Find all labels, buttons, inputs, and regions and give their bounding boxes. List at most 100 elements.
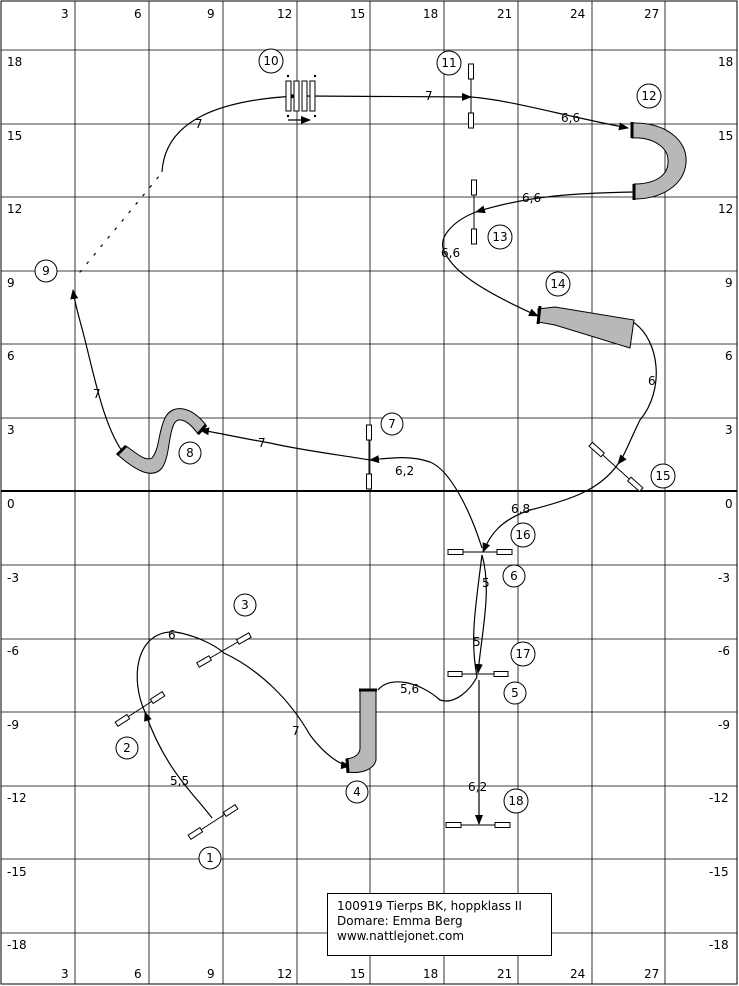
distance-label: 5 bbox=[482, 576, 490, 590]
y-tick-right: -18 bbox=[709, 938, 729, 952]
x-tick-bottom: 15 bbox=[350, 967, 365, 981]
svg-text:15: 15 bbox=[655, 469, 670, 483]
path-9-10 bbox=[161, 92, 297, 173]
y-tick-left: 0 bbox=[7, 497, 15, 511]
course-info-box: 100919 Tierps BK, hoppklass II Domare: E… bbox=[327, 893, 552, 956]
x-tick-top: 15 bbox=[350, 7, 365, 21]
y-tick-right: -9 bbox=[718, 718, 730, 732]
x-tick-bottom: 24 bbox=[570, 967, 585, 981]
obstacle-number: 6 bbox=[502, 564, 526, 588]
y-tick-left: 6 bbox=[7, 349, 15, 363]
svg-text:12: 12 bbox=[641, 89, 656, 103]
obstacle-2-jump bbox=[114, 690, 166, 728]
path-9-10-dots bbox=[79, 174, 161, 273]
obstacle-number: 3 bbox=[233, 593, 257, 617]
y-tick-left: 18 bbox=[7, 55, 22, 69]
svg-text:3: 3 bbox=[241, 598, 249, 612]
distance-label: 6,2 bbox=[395, 464, 414, 478]
obstacle-number: 2 bbox=[115, 736, 139, 760]
course-path bbox=[70, 92, 657, 825]
svg-text:5: 5 bbox=[511, 686, 519, 700]
obstacle-number: 17 bbox=[510, 641, 536, 667]
x-tick-top: 21 bbox=[497, 7, 512, 21]
path-12-13 bbox=[475, 191, 635, 214]
distance-label: 6,8 bbox=[511, 502, 530, 516]
x-tick-bottom: 6 bbox=[134, 967, 142, 981]
distance-labels: 5,5 6 7 5,6 5 5 6,2 7 7 7 7 6,6 6,6 6,6 … bbox=[93, 89, 656, 794]
distance-label: 5 bbox=[473, 635, 481, 649]
course-title: 100919 Tierps BK, hoppklass II bbox=[337, 899, 522, 913]
obstacle-number: 5 bbox=[503, 681, 527, 705]
obstacle-number: 8 bbox=[178, 441, 202, 465]
x-tick-bottom: 21 bbox=[497, 967, 512, 981]
obstacle-number: 4 bbox=[345, 780, 369, 804]
distance-label: 7 bbox=[93, 387, 101, 401]
path-7-8 bbox=[199, 427, 371, 461]
svg-text:1: 1 bbox=[206, 851, 214, 865]
x-tick-top: 6 bbox=[134, 7, 142, 21]
distance-label: 6,2 bbox=[468, 780, 487, 794]
y-tick-left: -15 bbox=[7, 865, 27, 879]
x-tick-top: 24 bbox=[570, 7, 585, 21]
obstacle-1-jump bbox=[187, 803, 239, 841]
y-tick-right: 6 bbox=[725, 349, 733, 363]
x-tick-bottom: 12 bbox=[277, 967, 292, 981]
y-tick-left: 3 bbox=[7, 423, 15, 437]
svg-text:2: 2 bbox=[123, 741, 131, 755]
obstacle-number: 10 bbox=[258, 48, 284, 74]
svg-text:7: 7 bbox=[388, 417, 396, 431]
obstacle-11-jump bbox=[468, 63, 474, 129]
path-15-16 bbox=[482, 463, 619, 553]
svg-text:16: 16 bbox=[515, 528, 530, 542]
obstacle-numbers: 1 2 3 4 5 6 7 8 9 10 11 12 13 14 15 16 1… bbox=[34, 48, 676, 870]
obstacle-number: 12 bbox=[636, 83, 662, 109]
x-tick-top: 12 bbox=[277, 7, 292, 21]
obstacle-number: 15 bbox=[650, 463, 676, 489]
y-tick-left: -9 bbox=[7, 718, 19, 732]
y-tick-right: -12 bbox=[709, 791, 729, 805]
x-tick-bottom: 9 bbox=[207, 967, 215, 981]
path-14-15 bbox=[617, 321, 657, 465]
obstacle-10-triple-jump bbox=[285, 74, 317, 118]
obstacle-13-jump bbox=[471, 179, 477, 245]
obstacle-6-jump bbox=[447, 549, 513, 555]
x-tick-bottom: 18 bbox=[423, 967, 438, 981]
path-8-9 bbox=[70, 289, 126, 456]
obstacle-number: 16 bbox=[510, 522, 536, 548]
y-tick-right: 18 bbox=[718, 55, 733, 69]
y-tick-right: 9 bbox=[725, 276, 733, 290]
distance-label: 7 bbox=[258, 436, 266, 450]
y-tick-right: 12 bbox=[718, 202, 733, 216]
obstacle-3-jump bbox=[196, 632, 252, 668]
distance-label: 6,6 bbox=[522, 191, 541, 205]
svg-text:13: 13 bbox=[492, 230, 507, 244]
obstacle-number: 7 bbox=[380, 412, 404, 436]
obstacle-number: 14 bbox=[545, 271, 571, 297]
x-tick-top: 3 bbox=[61, 7, 69, 21]
distance-label: 6 bbox=[168, 628, 176, 642]
y-tick-left: 9 bbox=[7, 276, 15, 290]
distance-label: 6,6 bbox=[561, 111, 580, 125]
obstacle-7-jump bbox=[366, 424, 372, 490]
path-1-2 bbox=[144, 711, 213, 819]
x-tick-top: 18 bbox=[423, 7, 438, 21]
path-10-11 bbox=[304, 92, 472, 101]
y-tick-left: -6 bbox=[7, 644, 19, 658]
svg-text:8: 8 bbox=[186, 446, 194, 460]
path-3-4 bbox=[223, 652, 351, 770]
distance-label: 7 bbox=[425, 89, 433, 103]
path-11-12 bbox=[470, 96, 629, 131]
x-tick-top: 27 bbox=[644, 7, 659, 21]
obstacle-15-jump bbox=[588, 441, 644, 493]
obstacle-4-tunnel bbox=[345, 688, 377, 774]
obstacle-number: 18 bbox=[503, 788, 529, 814]
y-tick-left: 15 bbox=[7, 129, 22, 143]
website-link[interactable]: www.nattlejonet.com bbox=[337, 929, 465, 943]
obstacle-8-tunnel bbox=[115, 408, 208, 474]
x-tick-top: 9 bbox=[207, 7, 215, 21]
path-13-14 bbox=[442, 211, 539, 317]
y-tick-right: 15 bbox=[718, 129, 733, 143]
obstacle-number: 13 bbox=[487, 224, 513, 250]
